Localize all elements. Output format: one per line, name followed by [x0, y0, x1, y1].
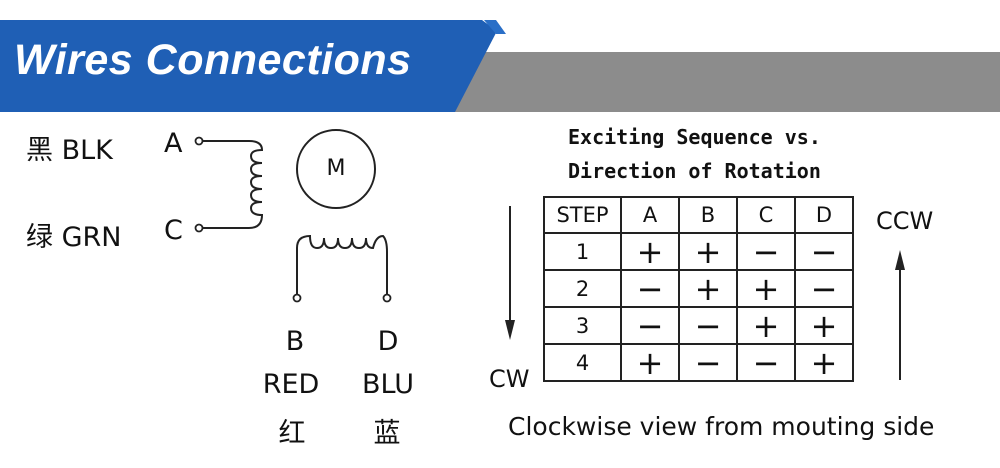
ccw-label: CCW [876, 207, 934, 235]
sequence-title-line1: Exciting Sequence vs. [568, 125, 821, 149]
terminal-b [292, 293, 302, 303]
sequence-title-line2: Direction of Rotation [568, 159, 821, 183]
table-row: 3 − − + + [543, 306, 854, 345]
polarity-cell: − [794, 232, 854, 271]
wire-c-color: GRN [61, 222, 122, 253]
wire-c-label: 绿 GRN [26, 215, 121, 254]
polarity-cell: + [678, 232, 738, 271]
page-title: Wires Connections [14, 36, 412, 84]
table-header-cell: C [736, 196, 796, 234]
wire-a-cn: 黑 [26, 135, 53, 166]
motor-label: M [326, 156, 346, 181]
polarity-cell: − [620, 269, 680, 308]
wire-b-color: RED [262, 369, 320, 400]
polarity-cell: + [736, 306, 796, 345]
polarity-cell: + [794, 306, 854, 345]
coil-2-winding [296, 234, 388, 295]
pin-b-label: B [285, 326, 305, 357]
pin-a-label: A [164, 128, 183, 159]
polarity-cell: + [620, 232, 680, 271]
terminal-a [194, 136, 204, 146]
wire-b-cn: 红 [278, 418, 306, 449]
table-header-cell: A [620, 196, 680, 234]
header-banner-shapes [0, 20, 1000, 112]
polarity-cell: − [620, 306, 680, 345]
polarity-cell: − [736, 232, 796, 271]
polarity-cell: + [678, 269, 738, 308]
wiring-diagram [194, 129, 392, 303]
exciting-sequence-table: STEP A B C D 1 + + − − 2 − + + − 3 − − +… [543, 196, 854, 382]
step-cell: 2 [543, 269, 622, 308]
polarity-cell: + [794, 343, 854, 382]
wire-d-cn: 蓝 [373, 418, 401, 449]
table-row: 4 + − − + [543, 343, 854, 382]
cw-arrow-head [505, 320, 515, 340]
wire-d-color: BLU [362, 369, 414, 400]
cw-label: CW [489, 365, 530, 393]
polarity-cell: − [678, 306, 738, 345]
table-row: 2 − + + − [543, 269, 854, 308]
wire-c-cn: 绿 [26, 222, 53, 253]
motor-symbol [296, 129, 376, 209]
banner-blue-band [0, 20, 497, 112]
terminal-d [382, 293, 392, 303]
polarity-cell: + [620, 343, 680, 382]
wire-a-color: BLK [61, 135, 113, 166]
wire-a-label: 黑 BLK [26, 128, 113, 167]
table-header-cell: STEP [543, 196, 622, 234]
polarity-cell: − [678, 343, 738, 382]
banner-gray-band [445, 52, 1000, 112]
table-row: 1 + + − − [543, 232, 854, 271]
table-header-cell: D [794, 196, 854, 234]
pin-c-label: C [164, 215, 183, 246]
table-header-row: STEP A B C D [543, 196, 854, 234]
step-cell: 4 [543, 343, 622, 382]
footer-note: Clockwise view from mouting side [508, 412, 935, 441]
pin-d-label: D [377, 326, 399, 357]
ccw-arrow-head [895, 250, 905, 270]
step-cell: 3 [543, 306, 622, 345]
polarity-cell: − [736, 343, 796, 382]
coil-1-winding [248, 140, 264, 229]
polarity-cell: + [736, 269, 796, 308]
header-banner: Wires Connections [0, 0, 1000, 112]
terminal-c [194, 223, 204, 233]
table-header-cell: B [678, 196, 738, 234]
polarity-cell: − [794, 269, 854, 308]
banner-blue-accent [484, 20, 506, 34]
step-cell: 1 [543, 232, 622, 271]
